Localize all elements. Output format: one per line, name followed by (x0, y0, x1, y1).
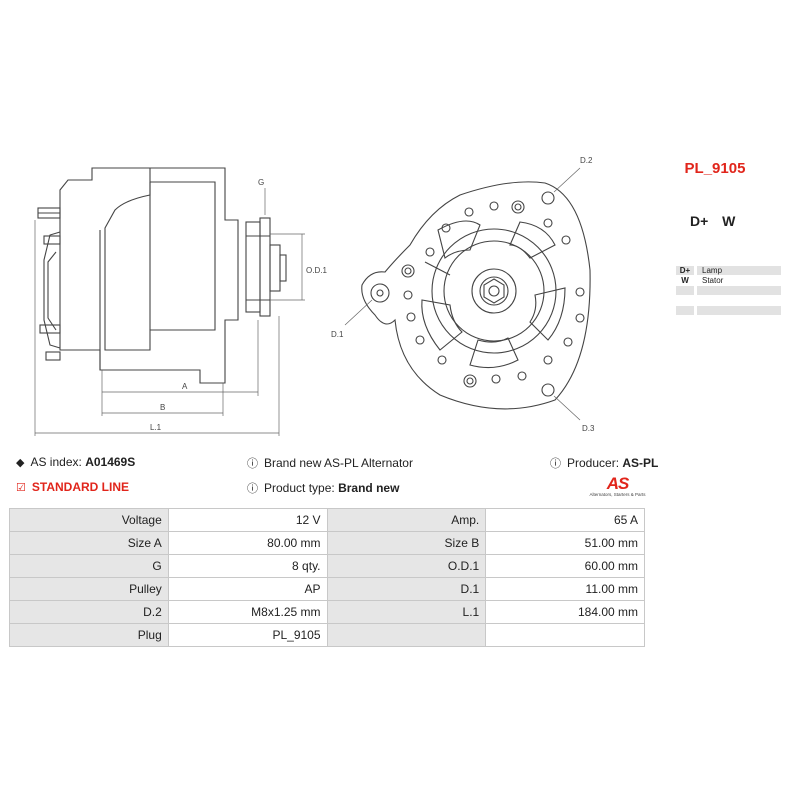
label-d1: D.1 (331, 330, 344, 339)
label-b: B (160, 403, 165, 412)
spec-value: M8x1.25 mm (167, 600, 328, 624)
legend-key (676, 296, 694, 305)
spec-label: D.1 (326, 577, 487, 601)
info-icon: ⓘ (247, 483, 258, 495)
table-row: Pulley AP D.1 11.00 mm (9, 577, 645, 601)
label-od1: O.D.1 (306, 266, 327, 275)
brand-info: ⓘ Brand new AS-PL Alternator (247, 455, 413, 471)
spec-value: 11.00 mm (485, 577, 645, 601)
legend-row: D+Lamp (676, 266, 781, 275)
label-l1: L.1 (150, 423, 162, 432)
label-d3: D.3 (582, 424, 595, 433)
spec-label: Voltage (9, 508, 169, 532)
label-g: G (258, 178, 264, 187)
alternator-drawing: G O.D.1 A B L.1 (34, 156, 595, 436)
legend-key (676, 306, 694, 315)
table-row: Size A 80.00 mm Size B 51.00 mm (9, 531, 645, 555)
front-view (361, 181, 591, 410)
checkbox-icon: ☑ (16, 481, 26, 494)
info-icon: ⓘ (247, 458, 258, 470)
label-a: A (182, 382, 188, 391)
legend-row (676, 286, 781, 295)
spec-label: L.1 (326, 600, 487, 624)
standard-line: STANDARD LINE (31, 480, 129, 494)
line-info: ☑ STANDARD LINE (16, 480, 129, 494)
spec-label: Size B (326, 531, 487, 555)
as-index-label: AS index: (30, 455, 82, 469)
spec-value: 8 qty. (167, 554, 328, 578)
spec-value: PL_9105 (167, 623, 328, 647)
spec-value: 65 A (485, 508, 645, 532)
as-index: ◆ AS index: A01469S (16, 455, 135, 469)
legend-key: W (676, 276, 694, 285)
producer-label: Producer: (567, 456, 620, 470)
spec-label: Size A (9, 531, 169, 555)
spec-value: AP (167, 577, 328, 601)
legend-value (697, 286, 781, 295)
legend-row (676, 306, 781, 315)
spec-label: D.2 (9, 600, 169, 624)
legend-row (676, 296, 781, 305)
product-type-label: Product type: (264, 481, 335, 495)
spec-label: Amp. (326, 508, 487, 532)
table-row: Plug PL_9105 (9, 623, 645, 647)
tag-icon: ◆ (16, 456, 25, 469)
legend-value: Stator (697, 276, 781, 285)
legend-key (676, 286, 694, 295)
spec-table: Voltage 12 V Amp. 65 A Size A 80.00 mm S… (9, 508, 645, 647)
product-type-value: Brand new (338, 481, 400, 495)
spec-value: 12 V (167, 508, 328, 532)
spec-value: 184.00 mm (485, 600, 645, 624)
producer: ⓘ Producer: AS-PL (550, 455, 658, 471)
spec-label (326, 623, 487, 647)
legend-value (697, 306, 781, 315)
producer-value: AS-PL (622, 456, 659, 470)
as-logo: AS Alternators, Starters & Parts (585, 474, 650, 497)
label-d2: D.2 (580, 156, 593, 165)
table-row: Voltage 12 V Amp. 65 A (9, 508, 645, 532)
spec-label: Pulley (9, 577, 169, 601)
as-index-value: A01469S (85, 455, 136, 469)
dimension-lines (34, 188, 305, 436)
spec-value: 60.00 mm (485, 554, 645, 578)
side-view (37, 167, 287, 384)
leader-lines (344, 167, 581, 421)
info-icon: ⓘ (550, 458, 561, 470)
legend-key: D+ (676, 266, 694, 275)
legend-value: Lamp (697, 266, 781, 275)
spec-value: 80.00 mm (167, 531, 328, 555)
spec-label: G (9, 554, 169, 578)
table-row: G 8 qty. O.D.1 60.00 mm (9, 554, 645, 578)
spec-value (485, 623, 645, 647)
logo-tagline: Alternators, Starters & Parts (589, 492, 646, 497)
spec-label: O.D.1 (326, 554, 487, 578)
table-row: D.2 M8x1.25 mm L.1 184.00 mm (9, 600, 645, 624)
part-number-title: PL_9105 (684, 160, 746, 177)
spec-label: Plug (9, 623, 169, 647)
product-type: ⓘ Product type: Brand new (247, 480, 399, 496)
brand-text: Brand new AS-PL Alternator (264, 456, 413, 470)
legend-value (697, 296, 781, 305)
spec-value: 51.00 mm (485, 531, 645, 555)
plug-pins: D+ W (690, 213, 736, 229)
logo-mark: AS (606, 474, 630, 493)
